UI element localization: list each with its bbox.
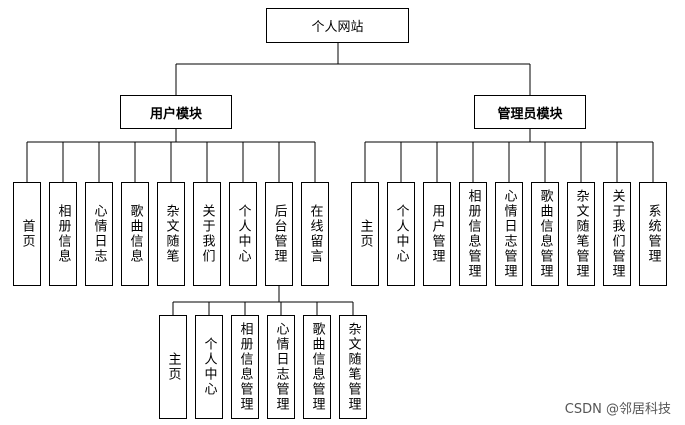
user-child-node-3: 心情日志 — [85, 182, 113, 286]
user-child-node-label: 心情日志 — [91, 204, 107, 264]
user-child-node-2: 相册信息 — [49, 182, 77, 286]
admin-child-node-9: 系统管理 — [639, 182, 667, 286]
user-module-node: 用户模块 — [120, 95, 232, 129]
user-child-node-7: 个人中心 — [229, 182, 257, 286]
admin-module-label: 管理员模块 — [497, 106, 563, 122]
admin-child-node-4: 相册信息管理 — [459, 182, 487, 286]
admin-child-node-label: 相册信息管理 — [465, 189, 481, 279]
user-child-node-label: 在线留言 — [307, 204, 323, 264]
admin-child-node-8: 关于我们管理 — [603, 182, 631, 286]
backend-child-node-1: 主页 — [159, 315, 187, 419]
backend-child-node-label: 个人中心 — [201, 337, 217, 397]
user-child-node-label: 相册信息 — [55, 204, 71, 264]
user-module-label: 用户模块 — [149, 106, 202, 122]
admin-child-node-6: 歌曲信息管理 — [531, 182, 559, 286]
watermark: CSDN @邻居科技 — [564, 402, 671, 417]
admin-child-node-7: 杂文随笔管理 — [567, 182, 595, 286]
user-child-node-8: 后台管理 — [265, 182, 293, 286]
user-child-node-9: 在线留言 — [301, 182, 329, 286]
root-label: 个人网站 — [311, 20, 364, 35]
user-child-node-label: 个人中心 — [235, 204, 251, 264]
user-child-node-1: 首页 — [13, 182, 41, 286]
backend-child-node-label: 主页 — [165, 352, 181, 382]
admin-child-node-label: 心情日志管理 — [501, 189, 517, 279]
backend-child-node-label: 杂文随笔管理 — [345, 322, 361, 412]
backend-child-node-2: 个人中心 — [195, 315, 223, 419]
admin-child-node-label: 系统管理 — [645, 204, 661, 264]
admin-child-node-1: 主页 — [351, 182, 379, 286]
user-child-node-label: 首页 — [19, 219, 35, 249]
admin-child-node-label: 用户管理 — [429, 204, 445, 264]
admin-child-node-label: 关于我们管理 — [609, 189, 625, 279]
backend-child-node-5: 歌曲信息管理 — [303, 315, 331, 419]
backend-child-node-label: 心情日志管理 — [273, 322, 289, 412]
admin-child-node-2: 个人中心 — [387, 182, 415, 286]
admin-child-node-label: 杂文随笔管理 — [573, 189, 589, 279]
root-node: 个人网站 — [266, 8, 409, 43]
admin-child-node-5: 心情日志管理 — [495, 182, 523, 286]
user-child-node-label: 关于我们 — [199, 204, 215, 264]
admin-child-node-label: 个人中心 — [393, 204, 409, 264]
backend-child-node-label: 相册信息管理 — [237, 322, 253, 412]
admin-child-node-label: 主页 — [357, 219, 373, 249]
user-child-node-6: 关于我们 — [193, 182, 221, 286]
backend-child-node-label: 歌曲信息管理 — [309, 322, 325, 412]
user-child-node-label: 歌曲信息 — [127, 204, 143, 264]
user-child-node-5: 杂文随笔 — [157, 182, 185, 286]
admin-child-node-label: 歌曲信息管理 — [537, 189, 553, 279]
backend-child-node-6: 杂文随笔管理 — [339, 315, 367, 419]
user-child-node-label: 杂文随笔 — [163, 204, 179, 264]
admin-child-node-3: 用户管理 — [423, 182, 451, 286]
backend-child-node-3: 相册信息管理 — [231, 315, 259, 419]
backend-child-node-4: 心情日志管理 — [267, 315, 295, 419]
user-child-node-4: 歌曲信息 — [121, 182, 149, 286]
user-child-node-label: 后台管理 — [271, 204, 287, 264]
admin-module-node: 管理员模块 — [474, 95, 586, 129]
